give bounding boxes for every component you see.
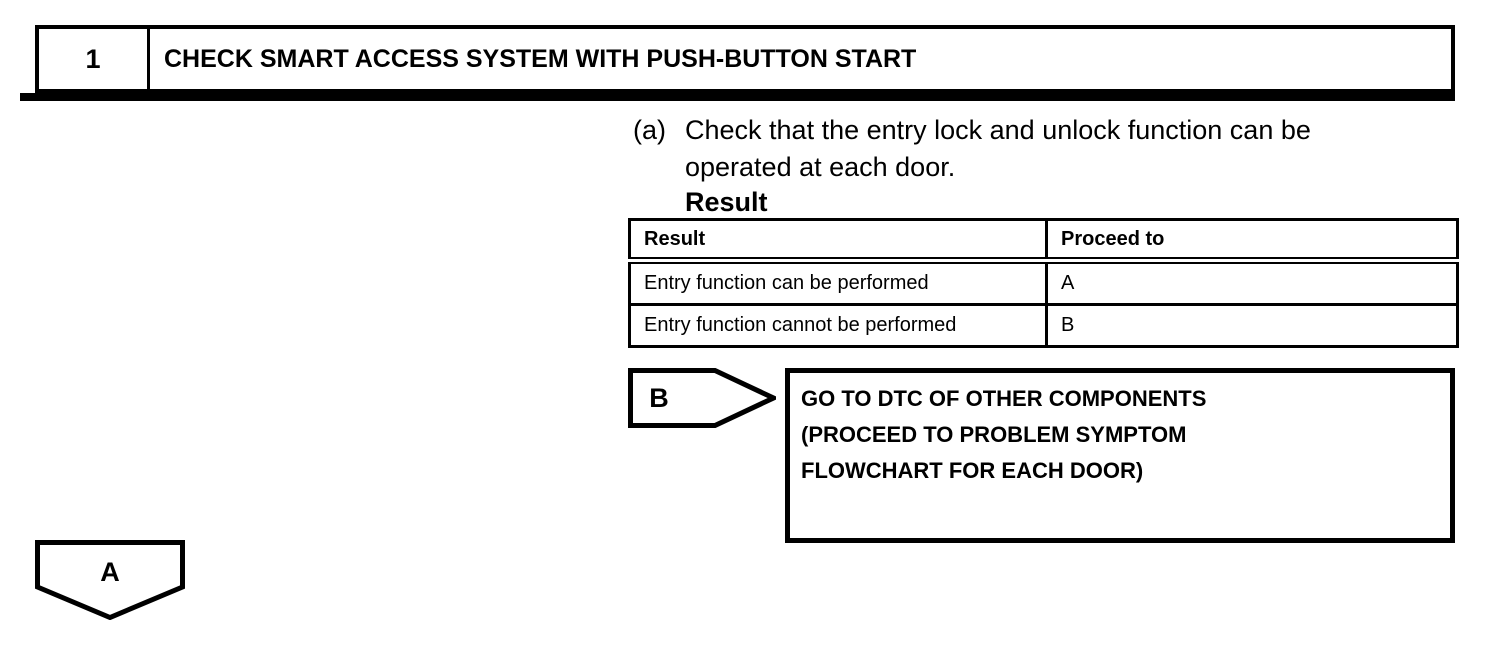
table-row: Entry function can be performed A	[628, 259, 1459, 306]
step-header: 1 CHECK SMART ACCESS SYSTEM WITH PUSH-BU…	[35, 25, 1455, 93]
connector-a-label: A	[100, 557, 120, 587]
pentagon-right-icon	[628, 368, 776, 428]
proceed-to-cell: A	[1045, 259, 1459, 306]
goto-box: GO TO DTC OF OTHER COMPONENTS (PROCEED T…	[785, 368, 1455, 543]
result-table-header-row: Result Proceed to	[628, 218, 1459, 264]
result-table-header-result: Result	[628, 218, 1048, 264]
instruction-item: (a) Check that the entry lock and unlock…	[633, 112, 1433, 186]
instruction-text: Check that the entry lock and unlock fun…	[685, 115, 1311, 182]
table-row: Entry function cannot be performed B	[628, 303, 1459, 348]
result-table: Result Proceed to Entry function can be …	[628, 218, 1459, 348]
step-number: 1	[39, 29, 150, 89]
instruction-marker: (a)	[633, 115, 666, 145]
connector-b: B	[628, 368, 776, 428]
step-title: CHECK SMART ACCESS SYSTEM WITH PUSH-BUTT…	[164, 44, 917, 73]
connector-a: A	[35, 540, 185, 620]
proceed-to-cell: B	[1045, 303, 1459, 348]
result-cell: Entry function can be performed	[628, 259, 1048, 306]
result-table-header-proceed-to: Proceed to	[1045, 218, 1459, 264]
pentagon-down-icon	[35, 540, 185, 620]
connector-b-label: B	[649, 382, 669, 413]
result-label: Result	[685, 187, 768, 217]
step-header-underline	[20, 93, 1455, 101]
result-cell: Entry function cannot be performed	[628, 303, 1048, 348]
